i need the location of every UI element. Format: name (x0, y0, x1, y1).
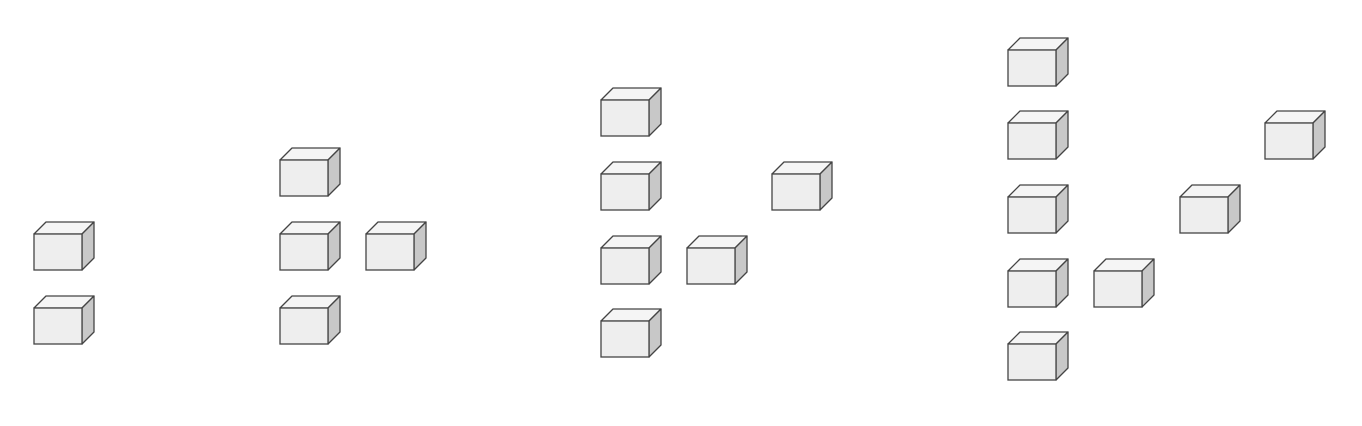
cube (1007, 110, 1069, 160)
cube-front-face (365, 233, 415, 271)
cube (600, 87, 662, 137)
cube-front-face (600, 320, 650, 358)
cube (365, 221, 427, 271)
cube-front-face (1264, 122, 1314, 160)
cube-front-face (33, 233, 83, 271)
cube (1007, 37, 1069, 87)
cube-front-face (1093, 270, 1143, 308)
cube (600, 308, 662, 358)
cube-group-4 (1007, 37, 1326, 381)
cube-front-face (279, 307, 329, 345)
cube (1264, 110, 1326, 160)
cube (686, 235, 748, 285)
cube (1007, 258, 1069, 308)
cube (1179, 184, 1241, 234)
cube-front-face (686, 247, 736, 285)
cube-front-face (33, 307, 83, 345)
cube (1007, 184, 1069, 234)
cube (279, 221, 341, 271)
cube-front-face (600, 99, 650, 137)
cube-group-3 (600, 87, 833, 358)
cube-front-face (1007, 343, 1057, 381)
cube (600, 161, 662, 211)
cube-front-face (771, 173, 821, 211)
cube (1093, 258, 1155, 308)
cube (600, 235, 662, 285)
cube (279, 147, 341, 197)
cube-front-face (600, 173, 650, 211)
cube-front-face (600, 247, 650, 285)
cube-front-face (1007, 270, 1057, 308)
cube-front-face (279, 233, 329, 271)
cube-front-face (1007, 196, 1057, 234)
cube-group-1 (33, 221, 95, 345)
cube (771, 161, 833, 211)
cube (1007, 331, 1069, 381)
cube (33, 221, 95, 271)
cube (33, 295, 95, 345)
cube-group-2 (279, 147, 427, 345)
cube (279, 295, 341, 345)
cube-front-face (279, 159, 329, 197)
cube-front-face (1007, 122, 1057, 160)
cube-front-face (1007, 49, 1057, 87)
cube-front-face (1179, 196, 1229, 234)
